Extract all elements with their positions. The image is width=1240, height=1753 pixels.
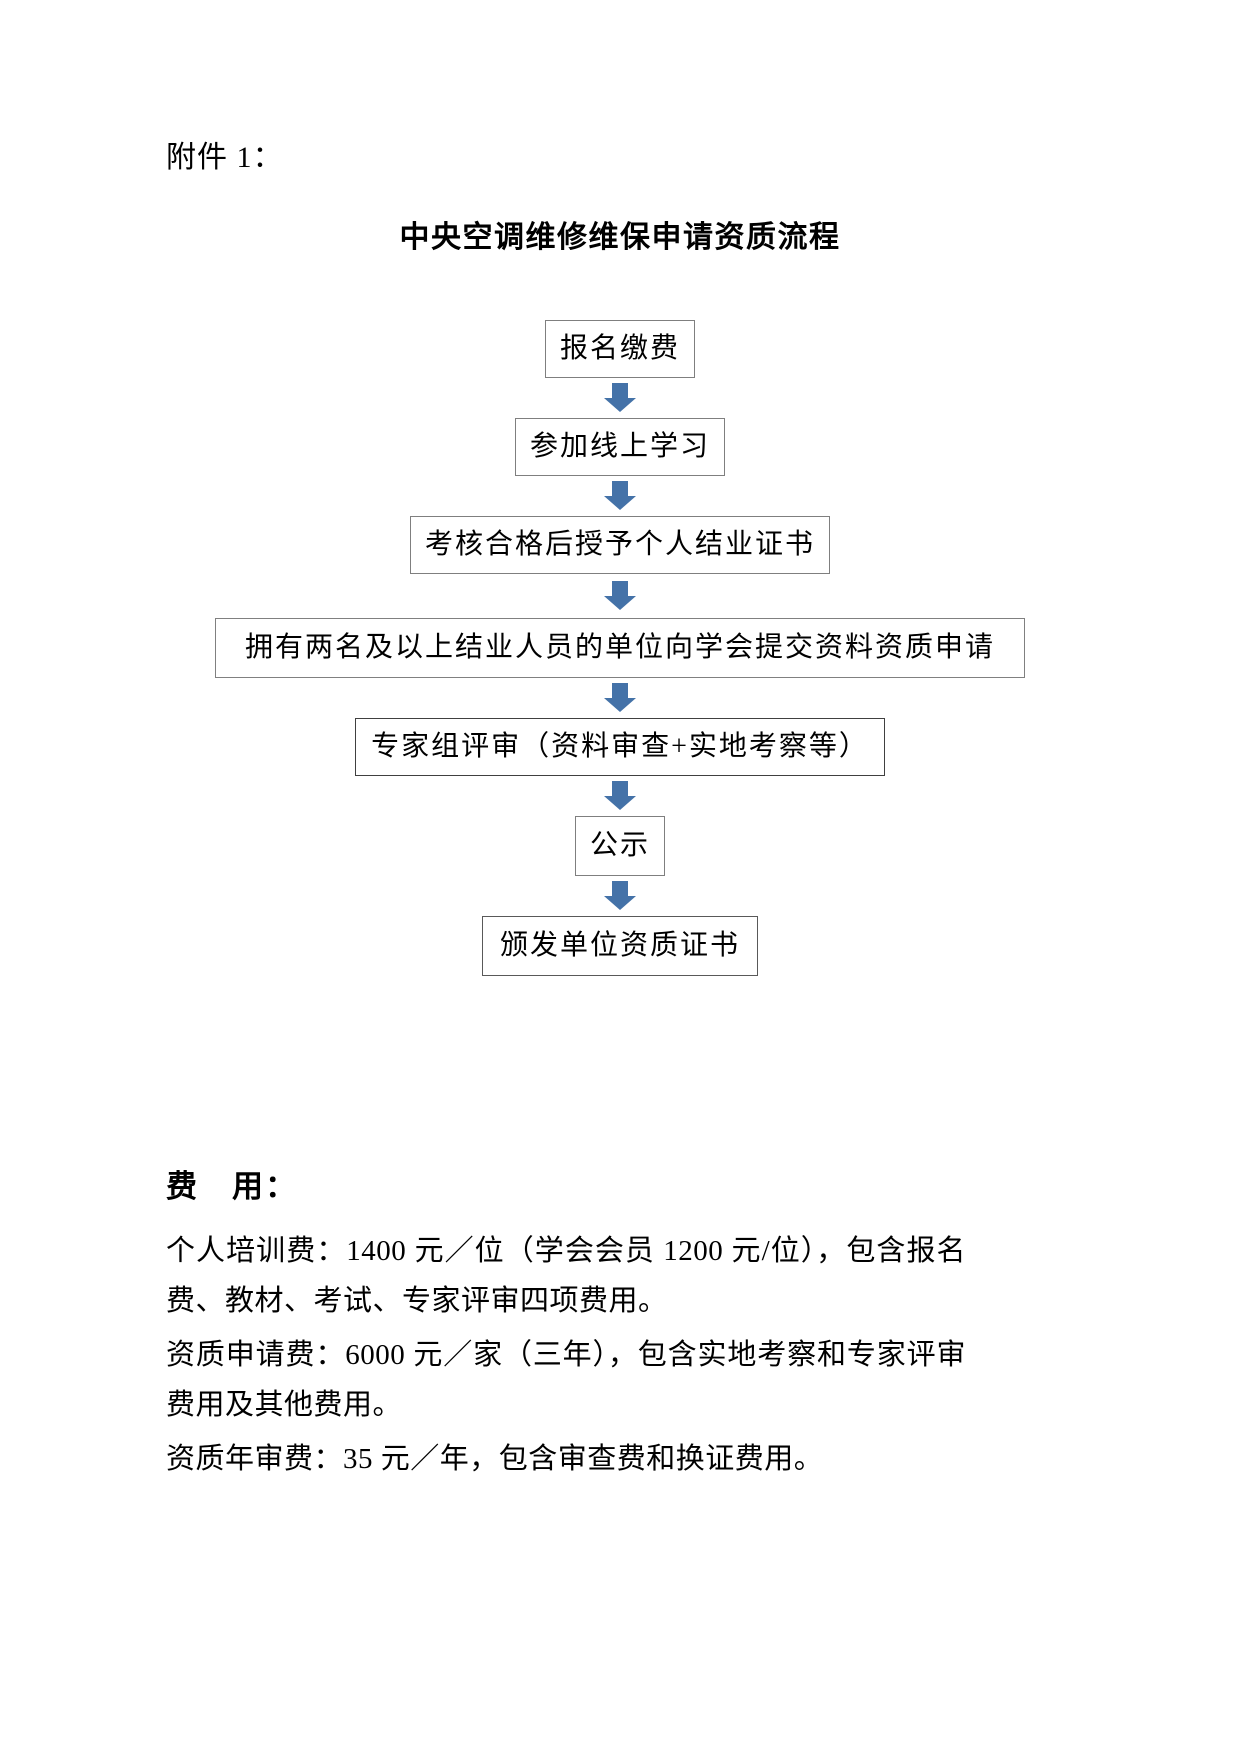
fees-section: 费 用： 个人培训费：1400 元／位（学会会员 1200 元/位），包含报名费… xyxy=(166,1168,1086,1489)
flow-arrow-5 xyxy=(603,776,637,816)
arrow-down-icon xyxy=(604,581,636,610)
fees-heading: 费 用： xyxy=(166,1169,298,1204)
arrow-down-icon xyxy=(604,781,636,810)
flow-arrow-6 xyxy=(603,876,637,916)
flowchart: 报名缴费 参加线上学习 考核合格后授予个人结业证书 拥有两名及以上结业人员的单位… xyxy=(0,320,1240,976)
fee-paragraph-qualification-application: 资质申请费：6000 元／家（三年），包含实地考察和专家评审费用及其他费用。 xyxy=(166,1338,966,1421)
arrow-down-icon xyxy=(604,881,636,910)
flow-step-5-label: 专家组评审（资料审查+实地考察等） xyxy=(371,731,869,762)
flow-step-6-label: 公示 xyxy=(589,830,650,861)
flow-step-6: 公示 xyxy=(574,816,665,876)
flow-step-3: 考核合格后授予个人结业证书 xyxy=(409,516,830,574)
flow-step-3-label: 考核合格后授予个人结业证书 xyxy=(424,529,815,560)
flow-step-1: 报名缴费 xyxy=(544,320,695,378)
attachment-label: 附件 1： xyxy=(166,141,284,174)
flow-step-2-label: 参加线上学习 xyxy=(529,431,710,462)
flow-step-4: 拥有两名及以上结业人员的单位向学会提交资料资质申请 xyxy=(215,618,1025,678)
fee-paragraph-individual-training: 个人培训费：1400 元／位（学会会员 1200 元/位），包含报名费、教材、考… xyxy=(166,1235,966,1318)
flow-step-4-label: 拥有两名及以上结业人员的单位向学会提交资料资质申请 xyxy=(244,632,995,663)
arrow-down-icon xyxy=(604,383,636,412)
flow-step-7-label: 颁发单位资质证书 xyxy=(499,930,740,961)
fee-paragraph-annual-review: 资质年审费：35 元／年，包含审查费和换证费用。 xyxy=(166,1442,824,1475)
flow-arrow-1 xyxy=(603,378,637,418)
page-title: 中央空调维修维保申请资质流程 xyxy=(399,221,841,254)
flow-step-5: 专家组评审（资料审查+实地考察等） xyxy=(355,718,885,776)
arrow-down-icon xyxy=(604,481,636,510)
flow-step-2: 参加线上学习 xyxy=(514,418,725,476)
flow-arrow-2 xyxy=(603,476,637,516)
flow-step-7: 颁发单位资质证书 xyxy=(482,916,758,976)
flow-arrow-3 xyxy=(603,574,637,618)
arrow-down-icon xyxy=(604,683,636,712)
flow-arrow-4 xyxy=(603,678,637,718)
flow-step-1-label: 报名缴费 xyxy=(559,333,680,364)
